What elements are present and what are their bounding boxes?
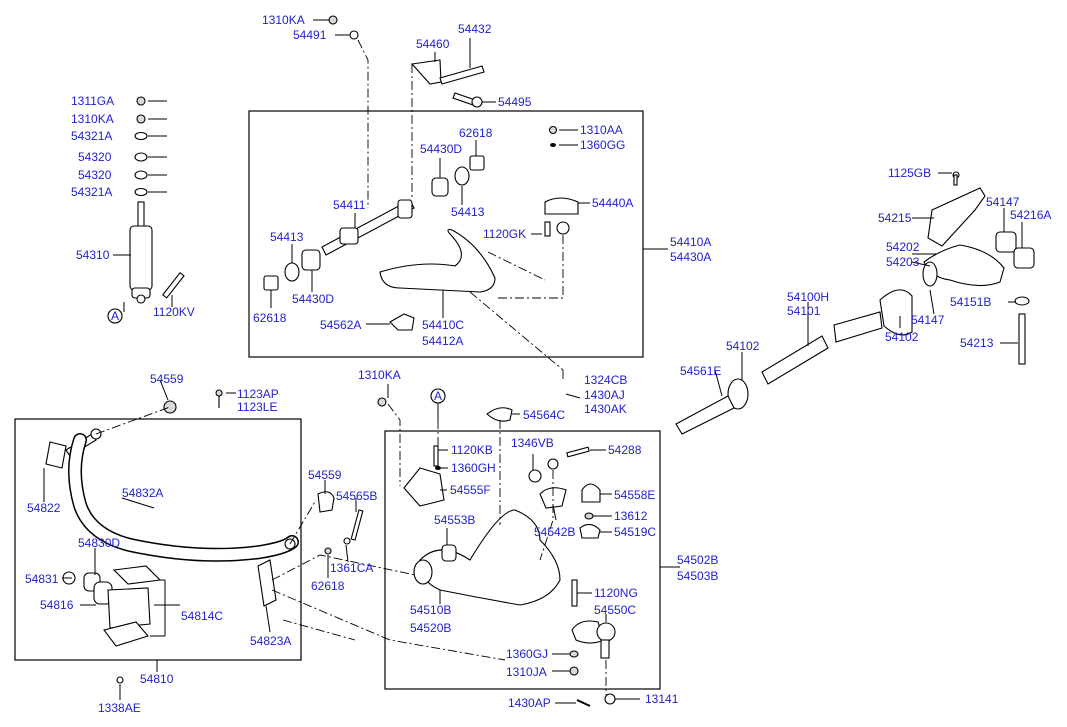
label-54215: 54215 (878, 211, 912, 225)
label-54410a: 54410A (670, 235, 711, 249)
label-54831: 54831 (25, 572, 59, 586)
label-1338ae: 1338AE (98, 701, 141, 715)
label-54320-upper: 54320 (78, 150, 112, 164)
label-1310ka-left: 1310KA (71, 112, 114, 126)
label-1430ap: 1430AP (508, 696, 551, 710)
label-54565b: 54565B (336, 489, 377, 503)
label-54822: 54822 (27, 501, 61, 515)
label-1360gg: 1360GG (580, 138, 625, 152)
label-54559-right: 54559 (308, 468, 342, 482)
label-54830d: 54830D (78, 536, 120, 550)
top-hardware (313, 15, 496, 208)
label-1311ga: 1311GA (71, 94, 114, 108)
label-54440a: 54440A (592, 196, 633, 210)
label-54558e: 54558E (614, 488, 655, 502)
label-54321a-lower: 54321A (71, 185, 112, 199)
shock-absorber-group (107, 96, 185, 324)
label-54502b: 54502B (677, 553, 718, 567)
label-54413-right: 54413 (451, 205, 485, 219)
label-54816: 54816 (40, 598, 74, 612)
label-54413-left: 54413 (270, 230, 304, 244)
stabilizer-box (14, 418, 302, 661)
label-1310ka-top: 1310KA (262, 13, 305, 27)
label-54559-left: 54559 (150, 372, 184, 386)
label-54550c: 54550C (594, 603, 636, 617)
label-54411: 54411 (333, 198, 366, 212)
label-54202: 54202 (886, 240, 920, 254)
label-54503b: 54503B (677, 569, 718, 583)
label-54562a: 54562A (320, 318, 361, 332)
label-54810: 54810 (140, 672, 174, 686)
label-1310ka-lower: 1310KA (358, 368, 401, 382)
label-54412a: 54412A (422, 334, 463, 348)
label-ref-a-lower: A (434, 389, 442, 403)
label-54555f: 54555F (450, 483, 491, 497)
label-1310ja: 1310JA (506, 665, 547, 679)
label-62618-upper: 62618 (459, 126, 493, 140)
drive-shaft-group (675, 171, 1035, 435)
label-54561e: 54561E (680, 364, 721, 378)
label-1360gj: 1360GJ (506, 647, 548, 661)
label-1120kb: 1120KB (451, 443, 493, 457)
label-54147-upper: 54147 (986, 195, 1020, 209)
label-54288: 54288 (608, 443, 642, 457)
label-1125gb: 1125GB (888, 166, 931, 180)
label-54203: 54203 (886, 255, 920, 269)
label-1360gh: 1360GH (451, 461, 496, 475)
label-54216a: 54216A (1010, 208, 1051, 222)
label-13612: 13612 (614, 509, 648, 523)
label-1310aa: 1310AA (580, 123, 623, 137)
stabilizer-group (43, 379, 506, 700)
label-54495: 54495 (498, 95, 532, 109)
label-54213: 54213 (960, 336, 994, 350)
label-54564c: 54564C (523, 408, 565, 422)
label-1324cb: 1324CB (584, 373, 627, 387)
label-54460: 54460 (416, 37, 450, 51)
label-1123ap: 1123AP (237, 387, 279, 401)
label-54491: 54491 (293, 28, 327, 42)
label-54553b: 54553B (434, 513, 475, 527)
label-62618-stab: 62618 (311, 579, 345, 593)
label-54520b: 54520B (410, 621, 451, 635)
label-54100h: 54100H (787, 290, 829, 304)
label-13141: 13141 (645, 692, 679, 706)
label-54510b: 54510B (410, 603, 451, 617)
label-54823a: 54823A (250, 634, 291, 648)
label-54832a: 54832A (122, 486, 163, 500)
part-labels: 1310KA 54491 54460 54432 54495 1311GA 13… (25, 13, 1051, 715)
label-1346vb: 1346VB (511, 436, 554, 450)
label-54519c: 54519C (614, 525, 656, 539)
label-1120kv: 1120KV (153, 305, 195, 319)
label-54432: 54432 (458, 22, 492, 36)
label-54542b: 54542B (534, 525, 575, 539)
label-1120ng: 1120NG (594, 586, 638, 600)
label-62618-lower: 62618 (253, 311, 287, 325)
label-54102-right: 54102 (885, 330, 919, 344)
lower-arm-group (377, 370, 640, 707)
label-54151b: 54151B (950, 295, 991, 309)
label-54147-lower: 54147 (911, 313, 945, 327)
label-1123le: 1123LE (237, 400, 277, 414)
label-ref-a-left: A (111, 309, 119, 323)
label-54430d-lower: 54430D (292, 292, 334, 306)
label-54410c: 54410C (422, 318, 464, 332)
upper-arm-group (263, 125, 590, 371)
label-1361ca: 1361CA (330, 561, 373, 575)
label-1120gk: 1120GK (483, 227, 526, 241)
label-54320-lower: 54320 (78, 168, 112, 182)
label-54102-left: 54102 (726, 339, 760, 353)
label-1430ak: 1430AK (584, 402, 627, 416)
lower-arm-box (384, 430, 661, 690)
label-1430aj: 1430AJ (584, 388, 625, 402)
label-54310: 54310 (76, 248, 110, 262)
upper-arm-box (248, 110, 644, 358)
label-54430a: 54430A (670, 250, 711, 264)
label-54321a-upper: 54321A (71, 129, 112, 143)
label-54101: 54101 (787, 304, 821, 318)
label-54430d-upper: 54430D (420, 142, 462, 156)
label-54814c: 54814C (181, 609, 223, 623)
